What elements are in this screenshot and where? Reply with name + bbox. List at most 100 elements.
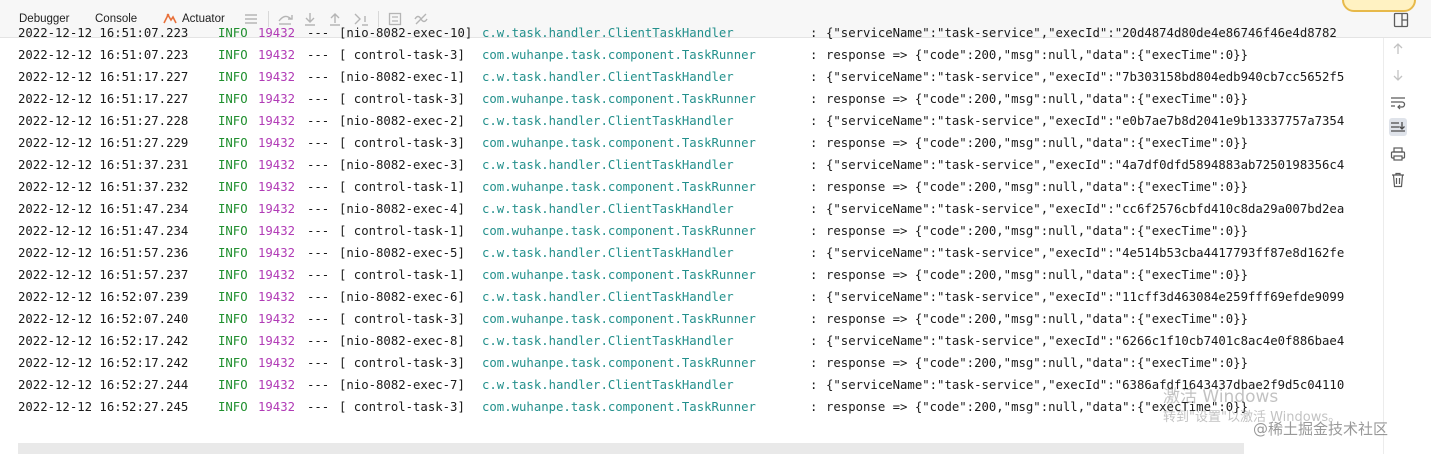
log-timestamp: 2022-12-12 16:51:07.223 (18, 48, 189, 62)
log-separator: --- (307, 92, 330, 106)
log-colon: : (810, 400, 818, 414)
arrow-up-icon[interactable] (1389, 40, 1407, 58)
log-pid: 19432 (258, 290, 296, 304)
log-message: response => {"code":200,"msg":null,"data… (826, 92, 1248, 106)
console-side-toolbar (1383, 38, 1431, 454)
tab-actuator[interactable]: Actuator (163, 0, 225, 38)
log-separator: --- (307, 334, 330, 348)
notification-badge (1342, 0, 1416, 12)
log-thread: [nio-8082-exec-3] (339, 158, 465, 172)
log-pid: 19432 (258, 48, 296, 62)
log-colon: : (810, 246, 818, 260)
log-message: response => {"code":200,"msg":null,"data… (826, 312, 1248, 326)
horizontal-scrollbar[interactable] (18, 443, 1244, 454)
log-timestamp: 2022-12-12 16:51:17.227 (18, 70, 189, 84)
log-colon: : (810, 290, 818, 304)
log-logger: com.wuhanpe.task.component.TaskRunner (482, 92, 756, 106)
print-icon[interactable] (1389, 145, 1407, 163)
scroll-to-end-icon[interactable] (1389, 118, 1407, 136)
log-timestamp: 2022-12-12 16:51:27.228 (18, 114, 189, 128)
actuator-icon (163, 2, 177, 40)
log-level: INFO (218, 92, 248, 106)
log-thread: [nio-8082-exec-10] (339, 26, 473, 40)
mute-breakpoints-icon[interactable] (413, 11, 429, 27)
log-separator: --- (307, 378, 330, 392)
log-level: INFO (218, 268, 248, 282)
log-pid: 19432 (258, 158, 296, 172)
log-logger: c.w.task.handler.ClientTaskHandler (482, 378, 734, 392)
log-level: INFO (218, 114, 248, 128)
log-timestamp: 2022-12-12 16:52:07.239 (18, 290, 189, 304)
log-message: {"serviceName":"task-service","execId":"… (826, 334, 1345, 348)
log-thread: [nio-8082-exec-4] (339, 202, 465, 216)
log-level: INFO (218, 180, 248, 194)
evaluate-expression-icon[interactable] (387, 11, 403, 27)
layout-icon[interactable] (1393, 12, 1409, 28)
log-logger: com.wuhanpe.task.component.TaskRunner (482, 48, 756, 62)
log-colon: : (810, 378, 818, 392)
log-message: response => {"code":200,"msg":null,"data… (826, 224, 1248, 238)
log-level: INFO (218, 48, 248, 62)
log-thread: [nio-8082-exec-5] (339, 246, 465, 260)
log-message: {"serviceName":"task-service","execId":"… (826, 70, 1345, 84)
log-thread: [ control-task-3] (339, 48, 465, 62)
arrow-down-icon[interactable] (1389, 66, 1407, 84)
log-thread: [nio-8082-exec-7] (339, 378, 465, 392)
log-colon: : (810, 136, 818, 150)
log-pid: 19432 (258, 378, 296, 392)
log-logger: c.w.task.handler.ClientTaskHandler (482, 202, 734, 216)
debug-toolbar: Debugger Console Actuator (0, 0, 1431, 38)
step-out-icon[interactable] (327, 11, 343, 27)
step-into-icon[interactable] (302, 11, 318, 27)
log-separator: --- (307, 290, 330, 304)
log-logger: c.w.task.handler.ClientTaskHandler (482, 70, 734, 84)
toolbar-divider (268, 11, 269, 27)
log-thread: [nio-8082-exec-8] (339, 334, 465, 348)
log-thread: [ control-task-3] (339, 400, 465, 414)
log-message: {"serviceName":"task-service","execId":"… (826, 246, 1345, 260)
log-separator: --- (307, 136, 330, 150)
log-separator: --- (307, 70, 330, 84)
log-message: {"serviceName":"task-service","execId":"… (826, 290, 1345, 304)
log-logger: com.wuhanpe.task.component.TaskRunner (482, 312, 756, 326)
log-colon: : (810, 158, 818, 172)
log-colon: : (810, 334, 818, 348)
log-colon: : (810, 202, 818, 216)
step-over-icon[interactable] (277, 11, 293, 27)
log-message: {"serviceName":"task-service","execId":"… (826, 158, 1345, 172)
log-pid: 19432 (258, 312, 296, 326)
log-separator: --- (307, 114, 330, 128)
log-separator: --- (307, 246, 330, 260)
log-pid: 19432 (258, 334, 296, 348)
log-logger: c.w.task.handler.ClientTaskHandler (482, 114, 734, 128)
log-pid: 19432 (258, 114, 296, 128)
log-message: {"serviceName":"task-service","execId":"… (826, 378, 1345, 392)
trash-icon[interactable] (1389, 171, 1407, 189)
log-timestamp: 2022-12-12 16:52:27.244 (18, 378, 189, 392)
log-level: INFO (218, 356, 248, 370)
log-colon: : (810, 312, 818, 326)
log-message: {"serviceName":"task-service","execId":"… (826, 114, 1345, 128)
log-colon: : (810, 180, 818, 194)
tab-debugger[interactable]: Debugger (19, 0, 70, 38)
log-timestamp: 2022-12-12 16:51:07.223 (18, 26, 189, 40)
log-separator: --- (307, 26, 330, 40)
run-to-cursor-icon[interactable] (353, 11, 369, 27)
log-logger: com.wuhanpe.task.component.TaskRunner (482, 268, 756, 282)
soft-wrap-icon[interactable] (1389, 93, 1407, 111)
hamburger-icon[interactable] (243, 11, 259, 27)
tab-console[interactable]: Console (95, 0, 137, 38)
log-message: {"serviceName":"task-service","execId":"… (826, 202, 1345, 216)
log-timestamp: 2022-12-12 16:52:17.242 (18, 356, 189, 370)
log-pid: 19432 (258, 136, 296, 150)
